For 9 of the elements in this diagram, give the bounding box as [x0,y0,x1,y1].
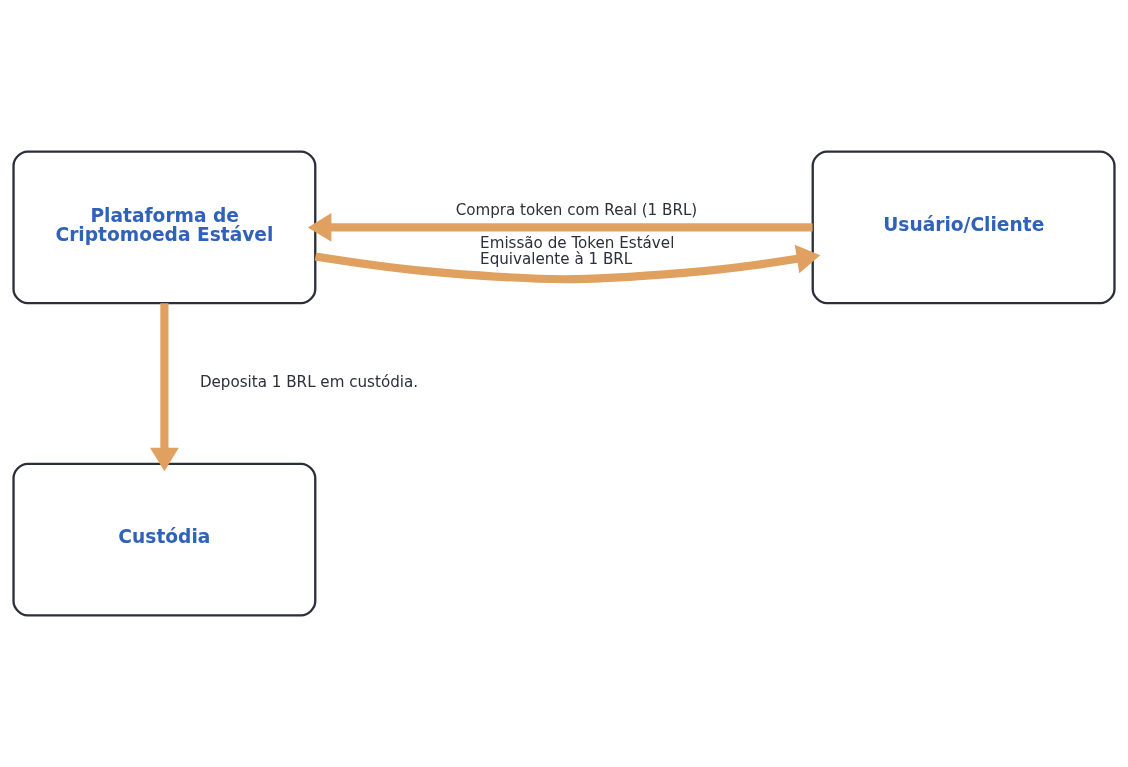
edge-label: Deposita 1 BRL em custódia. [199,373,419,392]
arrow [307,212,813,242]
node-box: Custódia [12,462,317,617]
arrow [150,303,179,472]
edge-label: Emissão de Token Estável Equivalente à 1 BRL [480,233,675,268]
node-box: Plataforma de Criptomoeda Estável [12,150,317,305]
edge-label: Compra token com Real (1 BRL) [455,201,698,220]
node-box: Usuário/Cliente [811,150,1116,305]
arrow [314,244,821,284]
